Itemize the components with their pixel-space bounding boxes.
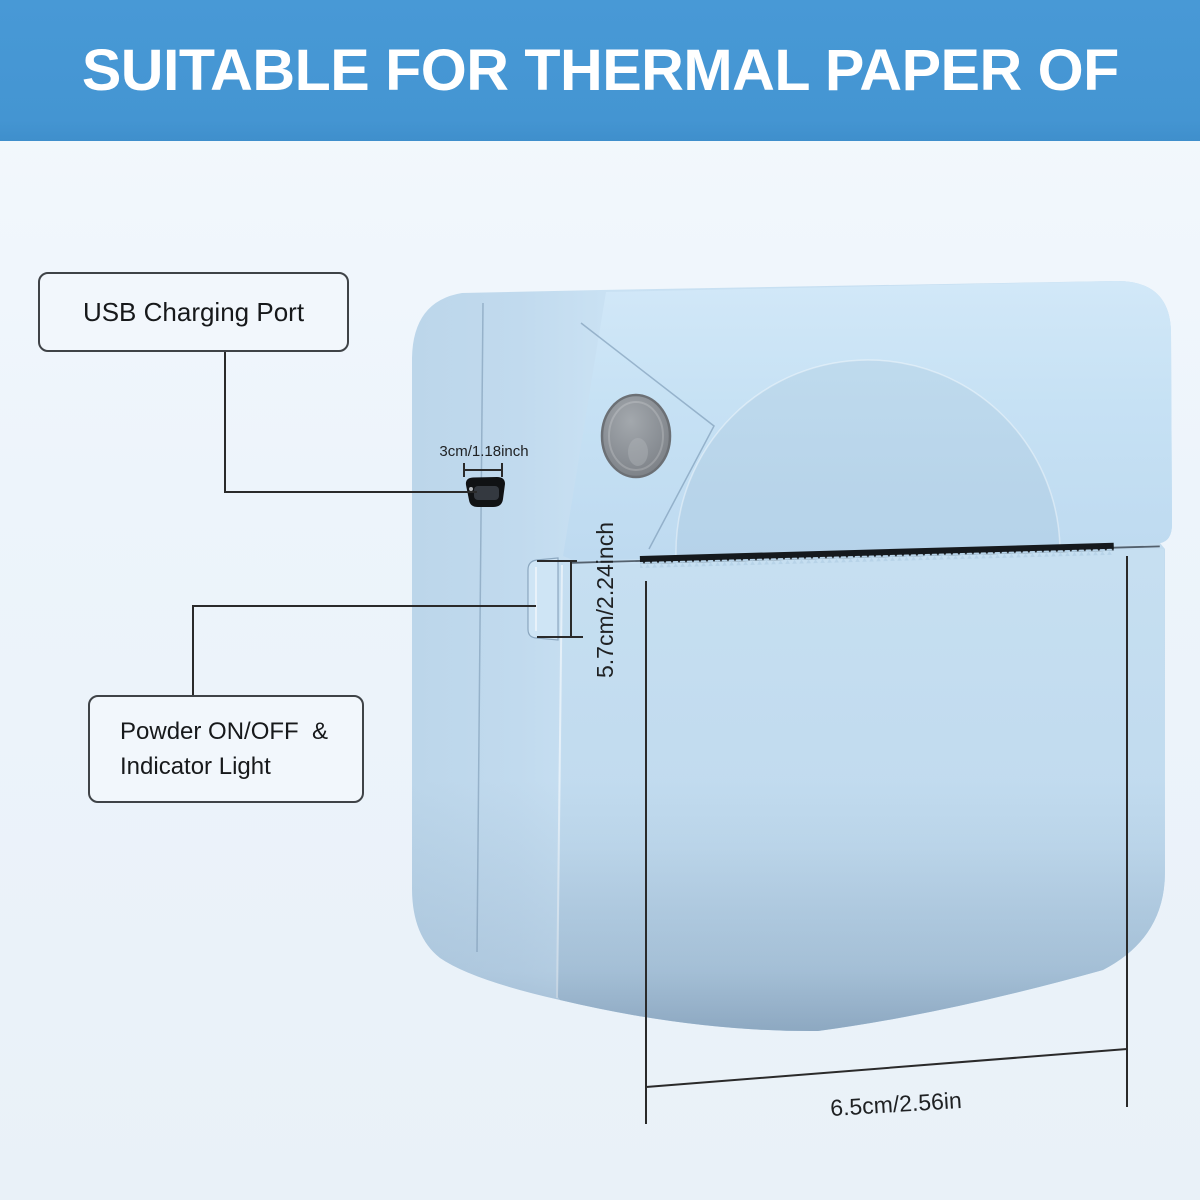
lid-creases (580, 322, 715, 550)
paper-width-bracket (537, 560, 583, 638)
tear-bar (639, 542, 1114, 564)
measurement-lines (192, 350, 1128, 1124)
dimension-paper-slot-width: 5.7cm/2.24inch (592, 522, 618, 678)
dimension-usb-width: 3cm/1.18inch (439, 443, 529, 460)
paper-slot (571, 542, 1160, 568)
bottom-shadow (412, 760, 1172, 1032)
usb-leader-line (224, 350, 477, 493)
banner-title: SUITABLE FOR THERMAL PAPER OF (81, 38, 1119, 103)
callout-power-label: Powder ON/OFF & Indicator Light (120, 718, 329, 780)
usb-width-bracket (463, 463, 503, 477)
power-leader-line (192, 605, 536, 697)
tear-bar-teeth (640, 548, 1114, 568)
callout-usb-label: USB Charging Port (82, 296, 305, 327)
banner: SUITABLE FOR THERMAL PAPER OF (0, 0, 1200, 141)
callout-power-indicator: Powder ON/OFF & Indicator Light (88, 695, 364, 803)
usb-port[interactable] (465, 477, 505, 507)
lens-button[interactable] (600, 393, 672, 479)
body-width-bracket (645, 556, 1128, 1124)
callout-usb-charging-port: USB Charging Port (38, 272, 349, 352)
power-button[interactable] (527, 557, 559, 641)
